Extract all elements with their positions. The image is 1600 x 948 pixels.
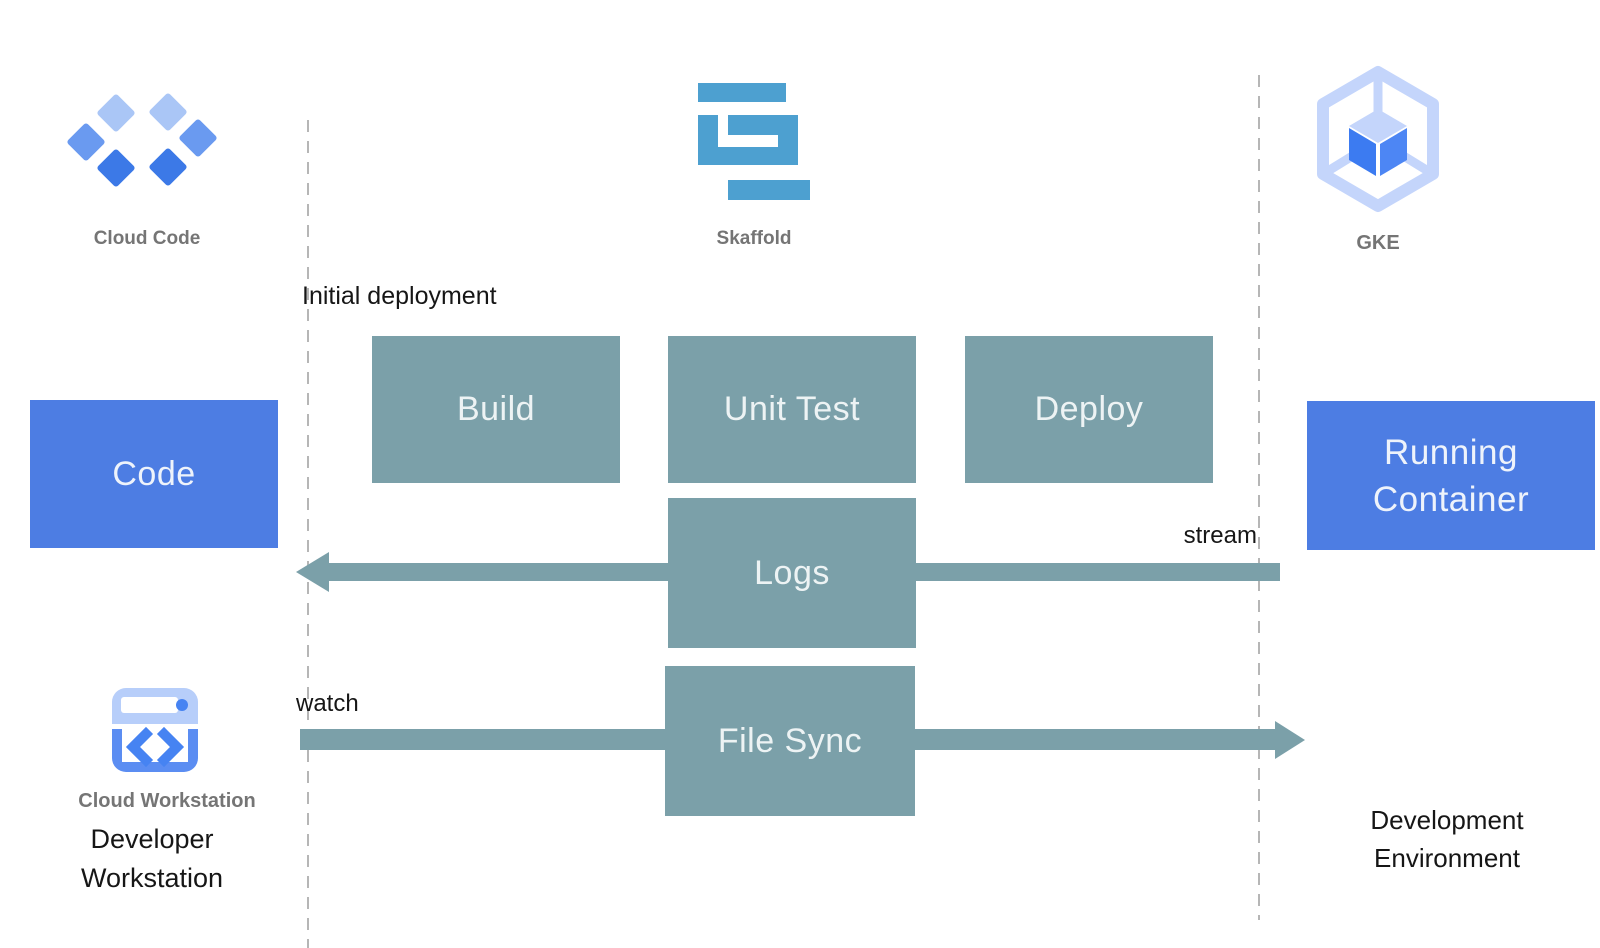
cloud-workstation-icon	[108, 684, 202, 776]
development-environment-label: Development Environment	[1370, 805, 1524, 873]
deploy-box: Deploy	[965, 336, 1213, 483]
skaffold-icon	[698, 83, 810, 200]
file-sync-arrow-shaft-right	[915, 729, 1276, 750]
logs-arrow-shaft-left	[326, 563, 668, 581]
file-sync-arrow-shaft-left	[300, 729, 665, 750]
cloud-workstation-label: Cloud Workstation	[78, 790, 256, 812]
stream-label: stream	[1183, 522, 1257, 549]
logs-box: Logs	[668, 498, 916, 648]
unit-test-box: Unit Test	[668, 336, 916, 483]
code-box: Code	[30, 400, 278, 548]
gke-icon	[1316, 65, 1440, 213]
skaffold-label: Skaffold	[716, 228, 792, 249]
logs-arrowhead-icon	[296, 552, 329, 592]
file-sync-box: File Sync	[665, 666, 915, 816]
logs-arrow-shaft-right	[916, 563, 1280, 581]
lane-divider-left	[307, 120, 309, 948]
lane-divider-right	[1258, 75, 1260, 920]
developer-workstation-label: Developer Workstation	[80, 824, 224, 893]
initial-deployment-label: Initial deployment	[302, 282, 497, 310]
running-container-box: Running Container	[1307, 401, 1595, 550]
gke-label: GKE	[1356, 232, 1400, 254]
file-sync-arrowhead-icon	[1275, 721, 1305, 759]
cloud-code-label: Cloud Code	[93, 228, 201, 249]
build-box: Build	[372, 336, 620, 483]
cloud-code-icon	[62, 88, 240, 196]
watch-label: watch	[296, 690, 359, 717]
